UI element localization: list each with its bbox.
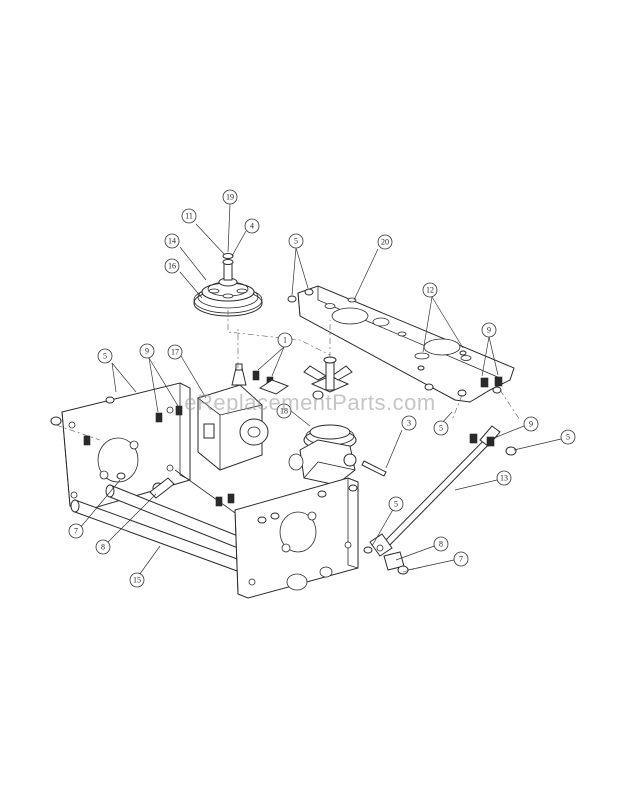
callout-label: 9	[529, 420, 533, 429]
callout-label: 5	[439, 424, 443, 433]
callout-16: 16	[164, 258, 180, 274]
callout-label: 13	[500, 474, 508, 483]
callout-label: 5	[103, 352, 107, 361]
callout-14: 14	[164, 233, 180, 249]
callout-19: 19	[222, 189, 238, 205]
callout-9: 9	[481, 322, 497, 338]
callout-label: 4	[250, 222, 254, 231]
callout-9: 9	[523, 416, 539, 432]
callout-5: 5	[433, 420, 449, 436]
callout-5: 5	[288, 233, 304, 249]
right-frame	[234, 477, 359, 599]
callout-7: 7	[68, 523, 84, 539]
hydro-pump-17	[197, 363, 269, 471]
alignment-lines	[55, 310, 521, 573]
callout-8: 8	[433, 536, 449, 552]
callout-12: 12	[422, 282, 438, 298]
center-hardware	[149, 370, 387, 507]
linkage-rod-13	[363, 425, 517, 575]
callout-label: 16	[168, 262, 176, 271]
callout-label: 5	[294, 237, 298, 246]
callout-1: 1	[277, 332, 293, 348]
callout-label: 14	[168, 237, 176, 246]
left-frame	[50, 382, 191, 513]
callout-5: 5	[97, 348, 113, 364]
callout-11: 11	[181, 208, 197, 224]
callout-label: 7	[459, 555, 463, 564]
callout-18: 18	[276, 403, 292, 419]
deck-plate	[297, 285, 515, 403]
plate-hardware	[287, 288, 503, 397]
callout-9: 9	[139, 343, 155, 359]
callout-label: 8	[439, 540, 443, 549]
leader-lines	[79, 203, 562, 579]
callout-label: 20	[381, 238, 389, 247]
callout-label: 7	[74, 527, 78, 536]
watermark: eReplacementParts.com	[184, 390, 436, 415]
callout-label: 9	[487, 326, 491, 335]
callout-15: 15	[129, 572, 145, 588]
callout-label: 17	[171, 348, 179, 357]
fan-pulley-assembly-18	[288, 356, 357, 486]
callout-label: 5	[566, 433, 570, 442]
callout-8: 8	[95, 539, 111, 555]
callout-label: 5	[394, 500, 398, 509]
callout-label: 12	[426, 286, 434, 295]
callout-7: 7	[453, 551, 469, 567]
callout-label: 19	[226, 193, 234, 202]
callout-label: 3	[407, 419, 411, 428]
callout-label: 15	[133, 576, 141, 585]
callout-20: 20	[377, 234, 393, 250]
callout-17: 17	[167, 344, 183, 360]
callout-13: 13	[496, 470, 512, 486]
upper-pulley-assembly	[193, 253, 263, 317]
callout-label: 18	[280, 407, 288, 416]
callout-5: 5	[560, 429, 576, 445]
callout-4: 4	[244, 218, 260, 234]
callout-label: 8	[101, 543, 105, 552]
callout-label: 11	[185, 212, 193, 221]
callout-3: 3	[401, 415, 417, 431]
callout-5: 5	[388, 496, 404, 512]
callout-label: 1	[283, 336, 287, 345]
callout-label: 9	[145, 347, 149, 356]
